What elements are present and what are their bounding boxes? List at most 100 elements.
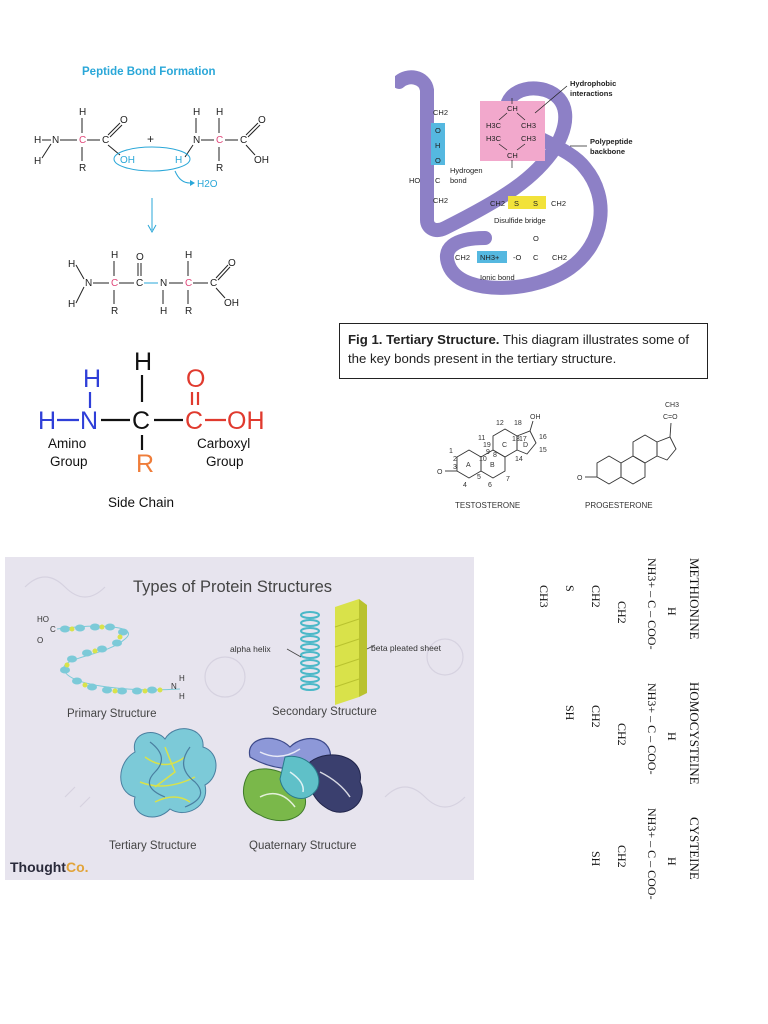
atom-n: N (80, 407, 98, 435)
position-number: 13 (512, 436, 520, 443)
sulfur-amino-acids-panel: METHIONINE HOMOCYSTEINE CYSTEINE H NH3+ … (520, 555, 710, 925)
hydrophobic-label: interactions (570, 89, 613, 98)
label: CH (507, 104, 518, 113)
atom-h: H (179, 692, 185, 701)
amino-group-label: Group (50, 454, 88, 469)
ring-label: A (466, 462, 471, 469)
label: S (533, 199, 538, 208)
atom: N (85, 278, 92, 289)
ionic-bond-label: Ionic bond (480, 273, 515, 282)
atom: H (79, 107, 86, 118)
atom: H (34, 135, 41, 146)
ring-label: C (502, 442, 507, 449)
amino-group-label: Amino (48, 436, 86, 451)
atom: H (111, 250, 118, 261)
position-number: 3 (453, 464, 457, 471)
atom-h: H (665, 857, 679, 866)
atom-ch2: CH2 (589, 705, 603, 728)
atom: R (216, 163, 223, 174)
atom-ch2: CH2 (615, 845, 629, 868)
atom: C (111, 278, 118, 289)
atom: H (68, 259, 75, 270)
atom: H (34, 156, 41, 167)
label: CH2 (552, 253, 567, 262)
homocysteine-label: HOMOCYSTEINE (687, 682, 702, 785)
backbone-label: Polypeptide (590, 137, 633, 146)
methionine-backbone: NH3+ – C – COO- (645, 558, 659, 649)
label: CH2 (455, 253, 470, 262)
atom-ch2: CH2 (615, 601, 629, 624)
atom-o: O (437, 469, 443, 476)
atom: OH (224, 298, 239, 309)
tertiary-structure-label: Tertiary Structure (109, 840, 197, 852)
figure-caption: Fig 1. Tertiary Structure. This diagram … (339, 323, 708, 379)
atom-c: C (132, 407, 150, 435)
atom-ch3: CH3 (665, 402, 679, 409)
primary-structure-label: Primary Structure (67, 708, 156, 720)
disulfide-label: Disulfide bridge (494, 216, 546, 225)
atom: R (111, 306, 118, 317)
hydrophobic-label: Hydrophobic (570, 79, 616, 88)
homocysteine-backbone: NH3+ – C – COO- (645, 683, 659, 774)
atom: C (216, 135, 223, 146)
atom: H (160, 306, 167, 317)
position-number: 16 (539, 434, 547, 441)
label: NH3+ (480, 253, 500, 262)
label: CH2 (433, 108, 448, 117)
tertiary-structure-panel: CH H3C CH3 H3C CH3 CH CH2 O H O HO C CH2… (392, 68, 685, 318)
atom: O (120, 115, 128, 126)
label: S (514, 199, 519, 208)
hydrogen-bond-label: Hydrogen (450, 166, 483, 175)
ring-label: B (490, 462, 495, 469)
protein-types-illustration: Types of Protein Structures HO C (10, 576, 466, 875)
atom-ch2: CH2 (589, 585, 603, 608)
position-number: 2 (453, 456, 457, 463)
cysteine-backbone: NH3+ – C – COO- (645, 808, 659, 899)
label: HO (409, 176, 420, 185)
amino-acid-panel: H H N H C R O C OH Amino Group Carboxyl … (30, 340, 290, 520)
label: CH2 (433, 196, 448, 205)
secondary-structure-label: Secondary Structure (272, 706, 377, 718)
position-number: 18 (514, 420, 522, 427)
ring-label: D (523, 442, 528, 449)
atom-oh: OH (227, 407, 265, 435)
peptide-bond-diagram: Peptide Bond Formation H N H H C R C O O… (34, 66, 269, 317)
atom-n: N (171, 682, 177, 691)
atom-h: H (83, 365, 101, 393)
atom-ch3: CH3 (537, 585, 551, 608)
position-number: 10 (479, 456, 487, 463)
atom: C (136, 278, 143, 289)
position-number: 11 (478, 435, 485, 442)
brand-logo: ThoughtCo. (10, 859, 89, 875)
atom-r: R (136, 450, 154, 478)
atom: N (193, 135, 200, 146)
atom: O (228, 258, 236, 269)
hydrophobic-box (480, 101, 545, 161)
position-number: 14 (515, 456, 523, 463)
water-loss-ellipse (113, 146, 191, 172)
primary-structure-chain (56, 623, 181, 695)
position-number: 19 (483, 442, 491, 449)
plus-sign: + (147, 132, 154, 146)
atom: O (258, 115, 266, 126)
atom: R (79, 163, 86, 174)
steroid-structures: O OH A B C D 1 2 3 4 5 6 7 8 9 10 11 12 … (437, 402, 679, 510)
quaternary-structure-label: Quaternary Structure (249, 840, 356, 852)
methionine-label: METHIONINE (687, 558, 702, 640)
atom: OH (254, 155, 269, 166)
hydrogen-bond-box (431, 123, 445, 165)
label: CH2 (490, 199, 505, 208)
atom-h: H (38, 407, 56, 435)
atom: C (185, 278, 192, 289)
atom: H (216, 107, 223, 118)
label: C (533, 253, 539, 262)
progesterone-label: PROGESTERONE (585, 501, 653, 510)
atom-h: H (665, 607, 679, 616)
label: CH3 (521, 121, 536, 130)
steroids-panel: O OH A B C D 1 2 3 4 5 6 7 8 9 10 11 12 … (435, 395, 705, 520)
amino-acid-diagram: H H N H C R O C OH Amino Group Carboxyl … (38, 348, 265, 510)
tertiary-structure-blob (120, 728, 217, 818)
peptide-bond-panel: Peptide Bond Formation H N H H C R C O O… (30, 55, 320, 325)
atom-s: S (563, 585, 577, 592)
alpha-helix-label: alpha helix (230, 644, 271, 654)
